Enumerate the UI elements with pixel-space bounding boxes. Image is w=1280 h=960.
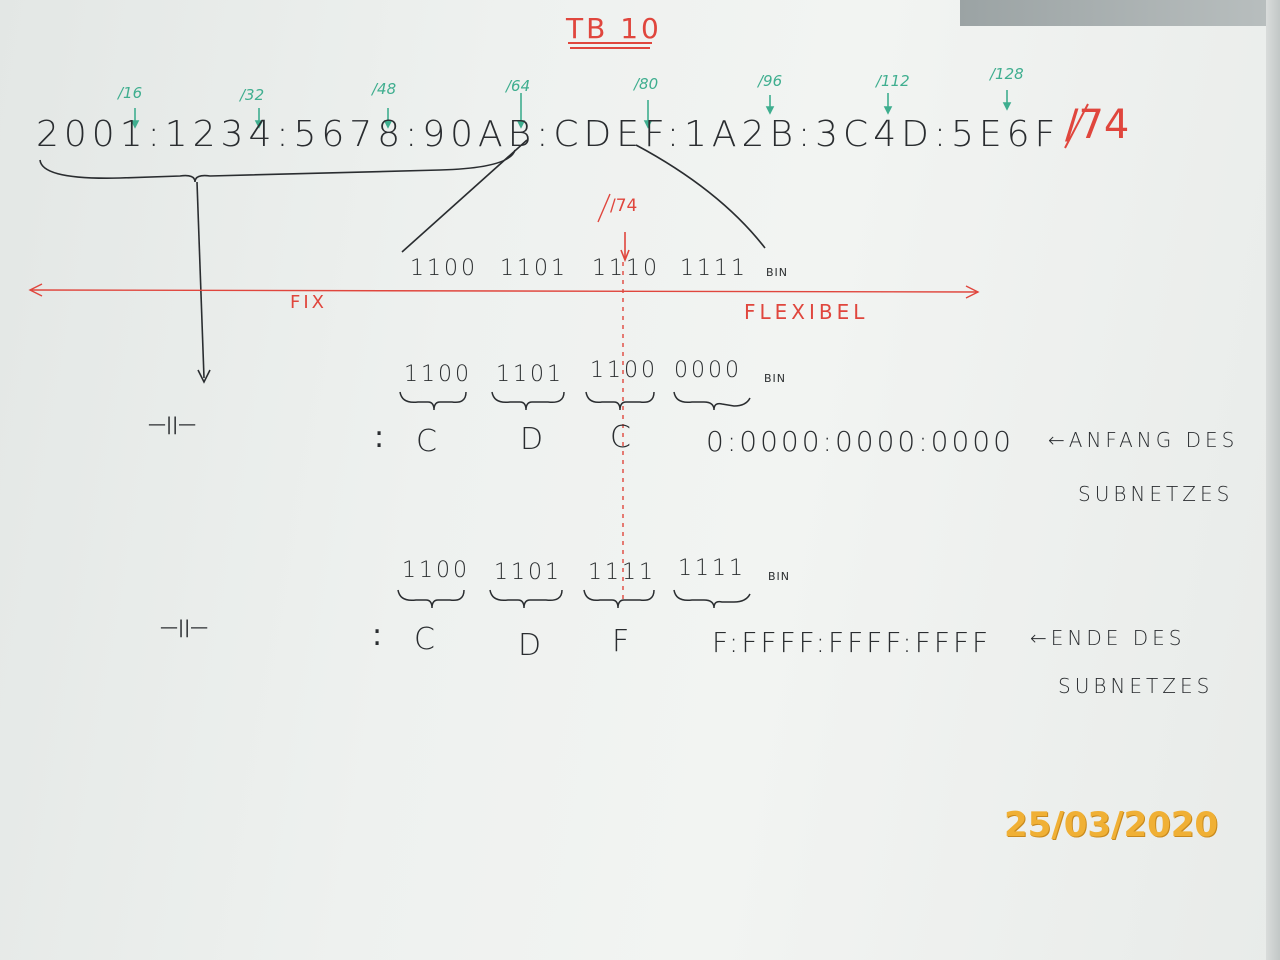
start-bits-3: 1100: [590, 358, 658, 383]
bit-marker-32: /32: [240, 86, 265, 104]
axis-arrow-right: [965, 285, 980, 299]
end-bits-2: 1101: [494, 560, 562, 585]
start-colon: :: [374, 420, 385, 455]
end-note-line2: SUBNETZES: [1058, 674, 1214, 698]
start-nibble-braces: [399, 391, 751, 411]
orig-bits-4: 1111: [680, 256, 748, 281]
fixed-part-brace: [39, 149, 516, 183]
prefix-slash: [1064, 103, 1089, 149]
orig-bin-suffix: BIN: [766, 266, 789, 279]
start-bits-1: 1100: [404, 362, 472, 387]
start-ditto-mark: —||—: [148, 414, 197, 435]
orig-bits-3: 1110: [592, 256, 660, 281]
start-hex-3: C: [610, 420, 631, 455]
end-bits-3: 1111: [588, 560, 656, 585]
fix-label: FIX: [290, 292, 327, 313]
bit-marker-128: /128: [990, 65, 1024, 83]
expand-line-right: [635, 144, 766, 249]
end-bits-4: 1111: [678, 556, 746, 581]
end-hex-3: F: [612, 624, 630, 659]
start-hex-2: D: [520, 422, 544, 457]
board-title: TB 10: [566, 12, 662, 45]
end-colon: :: [372, 618, 383, 653]
bit-marker-80: /80: [634, 75, 659, 93]
end-tail: F:FFFF:FFFF:FFFF: [712, 626, 992, 659]
down-arrow-head: [197, 369, 211, 384]
bit-marker-64: /64: [506, 77, 531, 95]
end-hex-2: D: [518, 628, 542, 663]
fix-flex-axis: [29, 289, 979, 293]
bit-marker-112: /112: [876, 72, 910, 90]
start-bin-suffix: BIN: [764, 372, 787, 385]
start-bits-2: 1101: [496, 362, 564, 387]
end-hex-1: C: [414, 622, 435, 657]
bit-marker-16: /16: [118, 84, 143, 102]
start-hex-1: C: [416, 424, 437, 459]
ipv6-address: 2001:1234:5678:90AB:CDEF:1A2B:3C4D:5E6F: [36, 114, 1061, 155]
start-bits-4: 0000: [674, 358, 742, 383]
split-slash: [597, 193, 611, 223]
split-arrow-head: [620, 249, 630, 263]
bit-boundary-arrows: [130, 90, 1012, 129]
wall-frame-top: [960, 0, 1280, 26]
down-arrow-line: [196, 181, 205, 379]
split-marker: /74: [610, 196, 638, 216]
start-tail: 0:0000:0000:0000: [706, 425, 1014, 458]
bit-marker-48: /48: [372, 80, 397, 98]
end-nibble-braces: [397, 589, 751, 609]
prefix-length: /74: [1065, 102, 1130, 148]
end-ditto-mark: —||—: [160, 617, 209, 638]
flexibel-label: FLEXIBEL: [744, 300, 869, 324]
whiteboard-frame-right: [1266, 0, 1280, 960]
bit-marker-96: /96: [758, 72, 783, 90]
date-stamp: 25/03/2020: [1004, 805, 1219, 845]
end-note-line1: ←ENDE DES: [1030, 626, 1186, 650]
axis-arrow-left: [28, 283, 43, 297]
orig-bits-1: 1100: [410, 256, 478, 281]
end-bin-suffix: BIN: [768, 570, 791, 583]
expand-line-left: [401, 139, 528, 253]
orig-bits-2: 1101: [500, 256, 568, 281]
end-bits-1: 1100: [402, 558, 470, 583]
start-note-line1: ←ANFANG DES: [1048, 428, 1239, 452]
start-note-line2: SUBNETZES: [1078, 482, 1234, 506]
